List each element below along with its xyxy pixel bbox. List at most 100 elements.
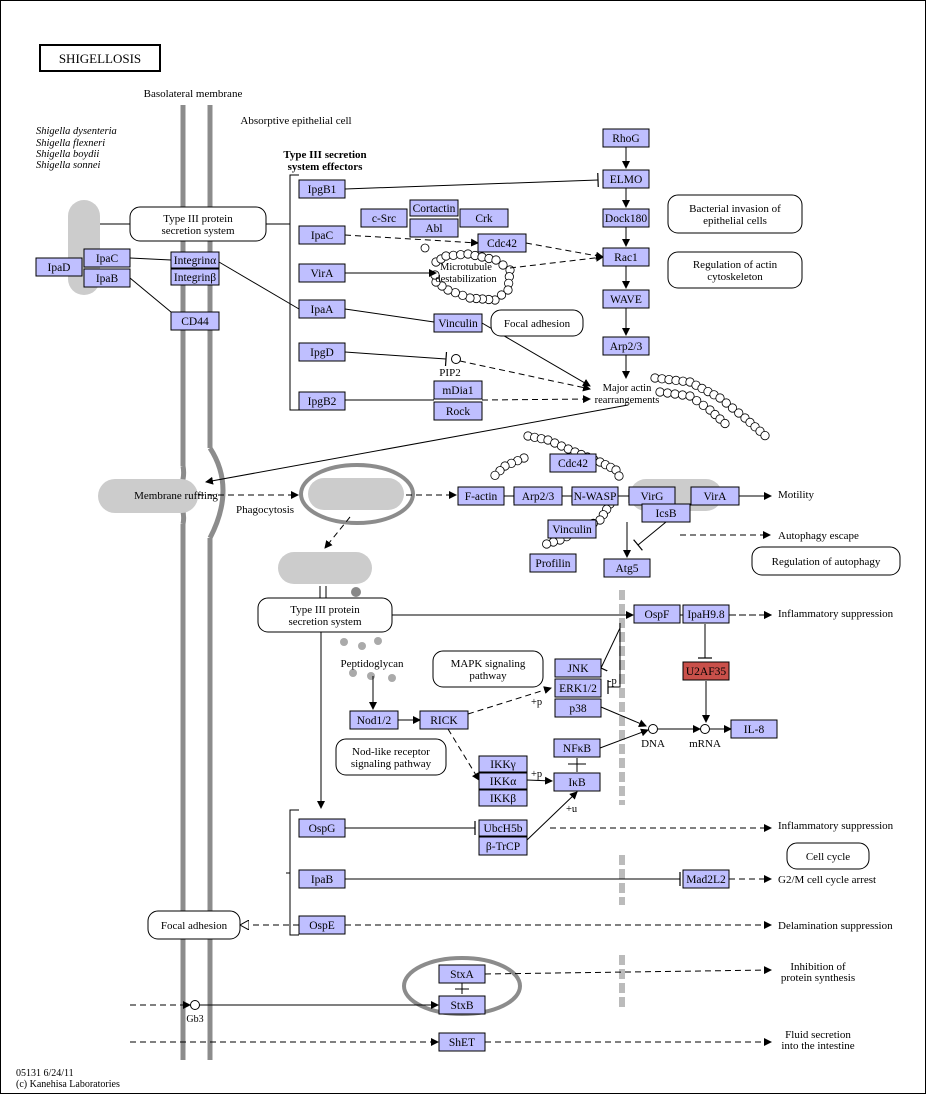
- gene-node[interactable]: IpaB: [83, 268, 131, 288]
- dephospho-label: -p: [608, 676, 617, 687]
- gene-node[interactable]: IpaC: [298, 225, 346, 245]
- gene-node[interactable]: N-WASP: [571, 486, 619, 506]
- gene-label: ELMO: [610, 174, 643, 186]
- gene-node[interactable]: IpgD: [298, 342, 346, 362]
- gene-node[interactable]: WAVE: [602, 289, 650, 309]
- outcome-label: Delamination suppression: [778, 920, 893, 932]
- gene-node[interactable]: mDia1: [433, 380, 483, 400]
- gene-node[interactable]: Rock: [433, 401, 483, 421]
- gene-node[interactable]: IpaB: [298, 869, 346, 889]
- gene-node[interactable]: IpaH9.8: [682, 604, 730, 624]
- gene-node[interactable]: ELMO: [602, 169, 650, 189]
- gene-node[interactable]: Cortactin: [409, 199, 459, 217]
- gene-node[interactable]: VirG: [628, 486, 676, 506]
- gene-node[interactable]: Arp2/3: [513, 486, 563, 506]
- gene-node[interactable]: c-Src: [360, 208, 408, 228]
- page-title: SHIGELLOSIS: [59, 51, 141, 66]
- gene-label: OspF: [645, 609, 670, 621]
- gene-node[interactable]: Nod1/2: [349, 710, 399, 730]
- gene-label: IpaC: [96, 253, 119, 265]
- outcome-label: Fluid secretion: [785, 1029, 851, 1041]
- pathway-label: Type III protein: [163, 213, 233, 225]
- gene-node[interactable]: ERK1/2: [554, 678, 602, 698]
- gene-node[interactable]: U2AF35: [682, 661, 730, 681]
- gene-node[interactable]: IKKγ: [478, 755, 528, 773]
- gene-node[interactable]: Crk: [459, 208, 509, 228]
- gene-label: Integrinα: [174, 255, 216, 267]
- gene-node[interactable]: IpaA: [298, 299, 346, 319]
- gene-node[interactable]: Mad2L2: [682, 869, 730, 889]
- outcome-label: Inflammatory suppression: [778, 608, 894, 620]
- gene-node[interactable]: Cdc42: [549, 453, 597, 473]
- gene-node[interactable]: IcsB: [641, 503, 691, 523]
- gene-node[interactable]: RICK: [419, 710, 469, 730]
- gene-node[interactable]: Atg5: [603, 558, 651, 578]
- pathway-link[interactable]: Focal adhesion: [490, 309, 584, 337]
- gene-node[interactable]: OspG: [298, 818, 346, 838]
- gene-node[interactable]: NFκB: [553, 738, 601, 758]
- gene-node[interactable]: Cdc42: [477, 233, 527, 253]
- gene-node[interactable]: RhoG: [602, 128, 650, 148]
- gene-node[interactable]: UbcH5b: [478, 819, 528, 837]
- gene-node[interactable]: Dock180: [602, 208, 650, 228]
- gene-node[interactable]: IpaC: [83, 248, 131, 268]
- gene-node[interactable]: Arp2/3: [602, 336, 650, 356]
- gene-label: IpaB: [311, 874, 334, 886]
- gene-node[interactable]: Integrinα: [170, 251, 220, 269]
- gene-node[interactable]: Profilin: [529, 553, 577, 573]
- gene-node[interactable]: ShET: [438, 1032, 486, 1052]
- gene-node[interactable]: F-actin: [457, 486, 505, 506]
- gene-node[interactable]: Vinculin: [433, 313, 483, 333]
- pathway-label: epithelial cells: [703, 215, 767, 227]
- mrna-label: mRNA: [689, 738, 721, 750]
- pathway-link[interactable]: Cell cycle: [786, 842, 870, 870]
- effectors-heading: system effectors: [288, 161, 364, 173]
- gene-node[interactable]: JNK: [554, 658, 602, 678]
- gene-node[interactable]: StxA: [438, 964, 486, 984]
- species-label: Shigella boydii: [36, 149, 99, 160]
- gene-node[interactable]: IL-8: [730, 719, 778, 739]
- gb3-label: Gb3: [186, 1014, 203, 1025]
- gene-node[interactable]: StxB: [438, 995, 486, 1015]
- pathway-link[interactable]: Regulation of autophagy: [751, 546, 901, 576]
- basolateral-label: Basolateral membrane: [144, 88, 243, 100]
- gene-node[interactable]: IpgB1: [298, 179, 346, 199]
- gene-node[interactable]: OspE: [298, 915, 346, 935]
- gene-node[interactable]: IκB: [553, 772, 601, 792]
- gene-label: OspE: [309, 920, 335, 932]
- gene-node[interactable]: β-TrCP: [478, 836, 528, 856]
- gene-label: p38: [569, 703, 587, 715]
- gene-label: Profilin: [535, 558, 570, 570]
- gene-label: β-TrCP: [486, 841, 520, 853]
- gene-label: Cortactin: [413, 203, 456, 215]
- gene-label: Mad2L2: [686, 874, 726, 886]
- pathway-label: Regulation of autophagy: [772, 556, 881, 568]
- pathway-label: pathway: [469, 670, 507, 682]
- gene-label: Crk: [475, 213, 493, 225]
- gene-node[interactable]: IKKα: [478, 772, 528, 790]
- gene-node[interactable]: IpaD: [35, 257, 83, 277]
- gene-node[interactable]: p38: [554, 698, 602, 718]
- gene-label: VirA: [704, 491, 728, 503]
- gene-node[interactable]: Rac1: [602, 247, 650, 267]
- peptidoglycan-dots: [340, 587, 396, 682]
- gene-node[interactable]: Vinculin: [547, 519, 597, 539]
- gene-label: IKKα: [490, 776, 516, 788]
- gene-node[interactable]: VirA: [690, 486, 740, 506]
- pathway-link[interactable]: Focal adhesion: [147, 910, 241, 940]
- gene-node[interactable]: Integrinβ: [170, 268, 220, 286]
- gene-node[interactable]: Abl: [409, 218, 459, 238]
- gene-node[interactable]: IpgB2: [298, 391, 346, 411]
- gene-node[interactable]: CD44: [170, 311, 220, 331]
- gene-node[interactable]: VirA: [298, 263, 346, 283]
- outcome-label: Inhibition of: [790, 961, 846, 973]
- gene-node[interactable]: OspF: [633, 604, 681, 624]
- gene-label: ERK1/2: [559, 683, 597, 695]
- gene-node[interactable]: IKKβ: [478, 789, 528, 807]
